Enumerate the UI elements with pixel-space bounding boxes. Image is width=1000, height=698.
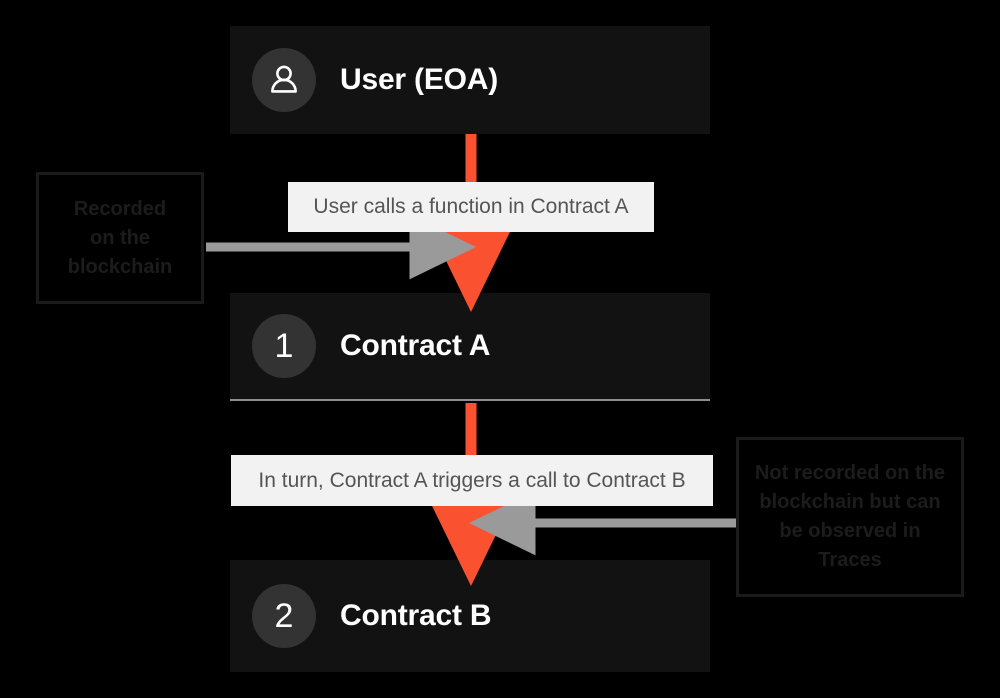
contract-a-number-badge: 1	[252, 314, 316, 378]
user-avatar-badge	[252, 48, 316, 112]
annotation-not-recorded-traces: Not recorded on the blockchain but can b…	[736, 437, 964, 597]
node-contract-a-label: Contract A	[340, 329, 491, 362]
node-user-eoa[interactable]: User (EOA)	[230, 26, 710, 134]
annotation-right-text: Not recorded on the blockchain but can b…	[754, 462, 945, 571]
node-contract-b-label: Contract B	[340, 599, 492, 632]
annotation-left-text: Recorded on the blockchain	[67, 197, 173, 278]
person-icon	[271, 65, 297, 93]
annotation-recorded-on-blockchain: Recorded on the blockchain	[36, 172, 204, 304]
edge-caption-contract-a-to-contract-b: In turn, Contract A triggers a call to C…	[231, 455, 713, 506]
node-user-label: User (EOA)	[340, 63, 499, 96]
contract-b-number-badge: 2	[252, 584, 316, 648]
edge-caption-user-to-contract-a: User calls a function in Contract A	[288, 182, 654, 232]
